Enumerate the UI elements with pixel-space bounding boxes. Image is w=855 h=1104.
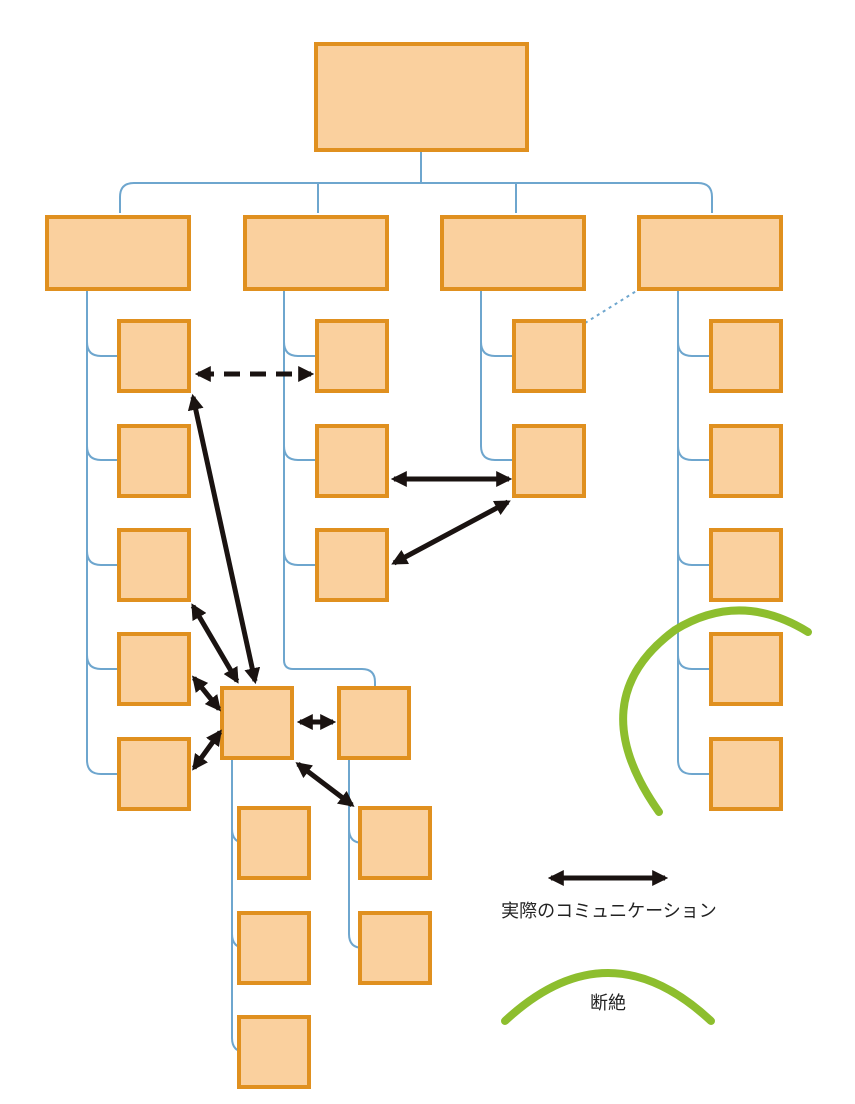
member-box: [117, 737, 191, 811]
member-box: [709, 632, 783, 706]
legend-communication-label: 実際のコミュニケーション: [501, 901, 717, 922]
department-box-4: [637, 215, 783, 291]
member-box: [709, 319, 783, 393]
member-box: [237, 806, 311, 880]
member-box: [358, 806, 432, 880]
member-box: [709, 424, 783, 498]
communication-arrow: [187, 393, 261, 685]
member-box: [117, 424, 191, 498]
department-box-2: [243, 215, 389, 291]
member-box: [512, 424, 586, 498]
member-box: [315, 424, 389, 498]
top-executive-box: [314, 42, 529, 152]
communication-arrow: [191, 729, 223, 771]
legend-disconnect-arc: [501, 969, 715, 1025]
communication-arrow: [190, 603, 240, 684]
member-box: [315, 319, 389, 393]
department-box-3: [440, 215, 586, 291]
member-box: [117, 528, 191, 602]
org-boxes: [45, 42, 783, 1089]
member-box: [709, 528, 783, 602]
member-box: [117, 632, 191, 706]
communication-arrows: [187, 365, 513, 807]
member-box: [337, 686, 411, 760]
department-box-1: [45, 215, 191, 291]
legend: 実際のコミュニケーション 断絶: [501, 869, 717, 1025]
communication-arrow: [191, 675, 222, 712]
member-box: [512, 319, 586, 393]
legend-disconnect-label: 断絶: [590, 993, 626, 1014]
member-box: [237, 911, 311, 985]
member-box: [237, 1015, 311, 1089]
member-box: [709, 737, 783, 811]
hub-member-box: [220, 686, 294, 760]
communication-arrow: [391, 499, 511, 566]
member-box: [358, 911, 432, 985]
disconnect-arc: [619, 606, 812, 816]
member-box: [315, 528, 389, 602]
member-box: [117, 319, 191, 393]
communication-arrow: [295, 762, 355, 807]
